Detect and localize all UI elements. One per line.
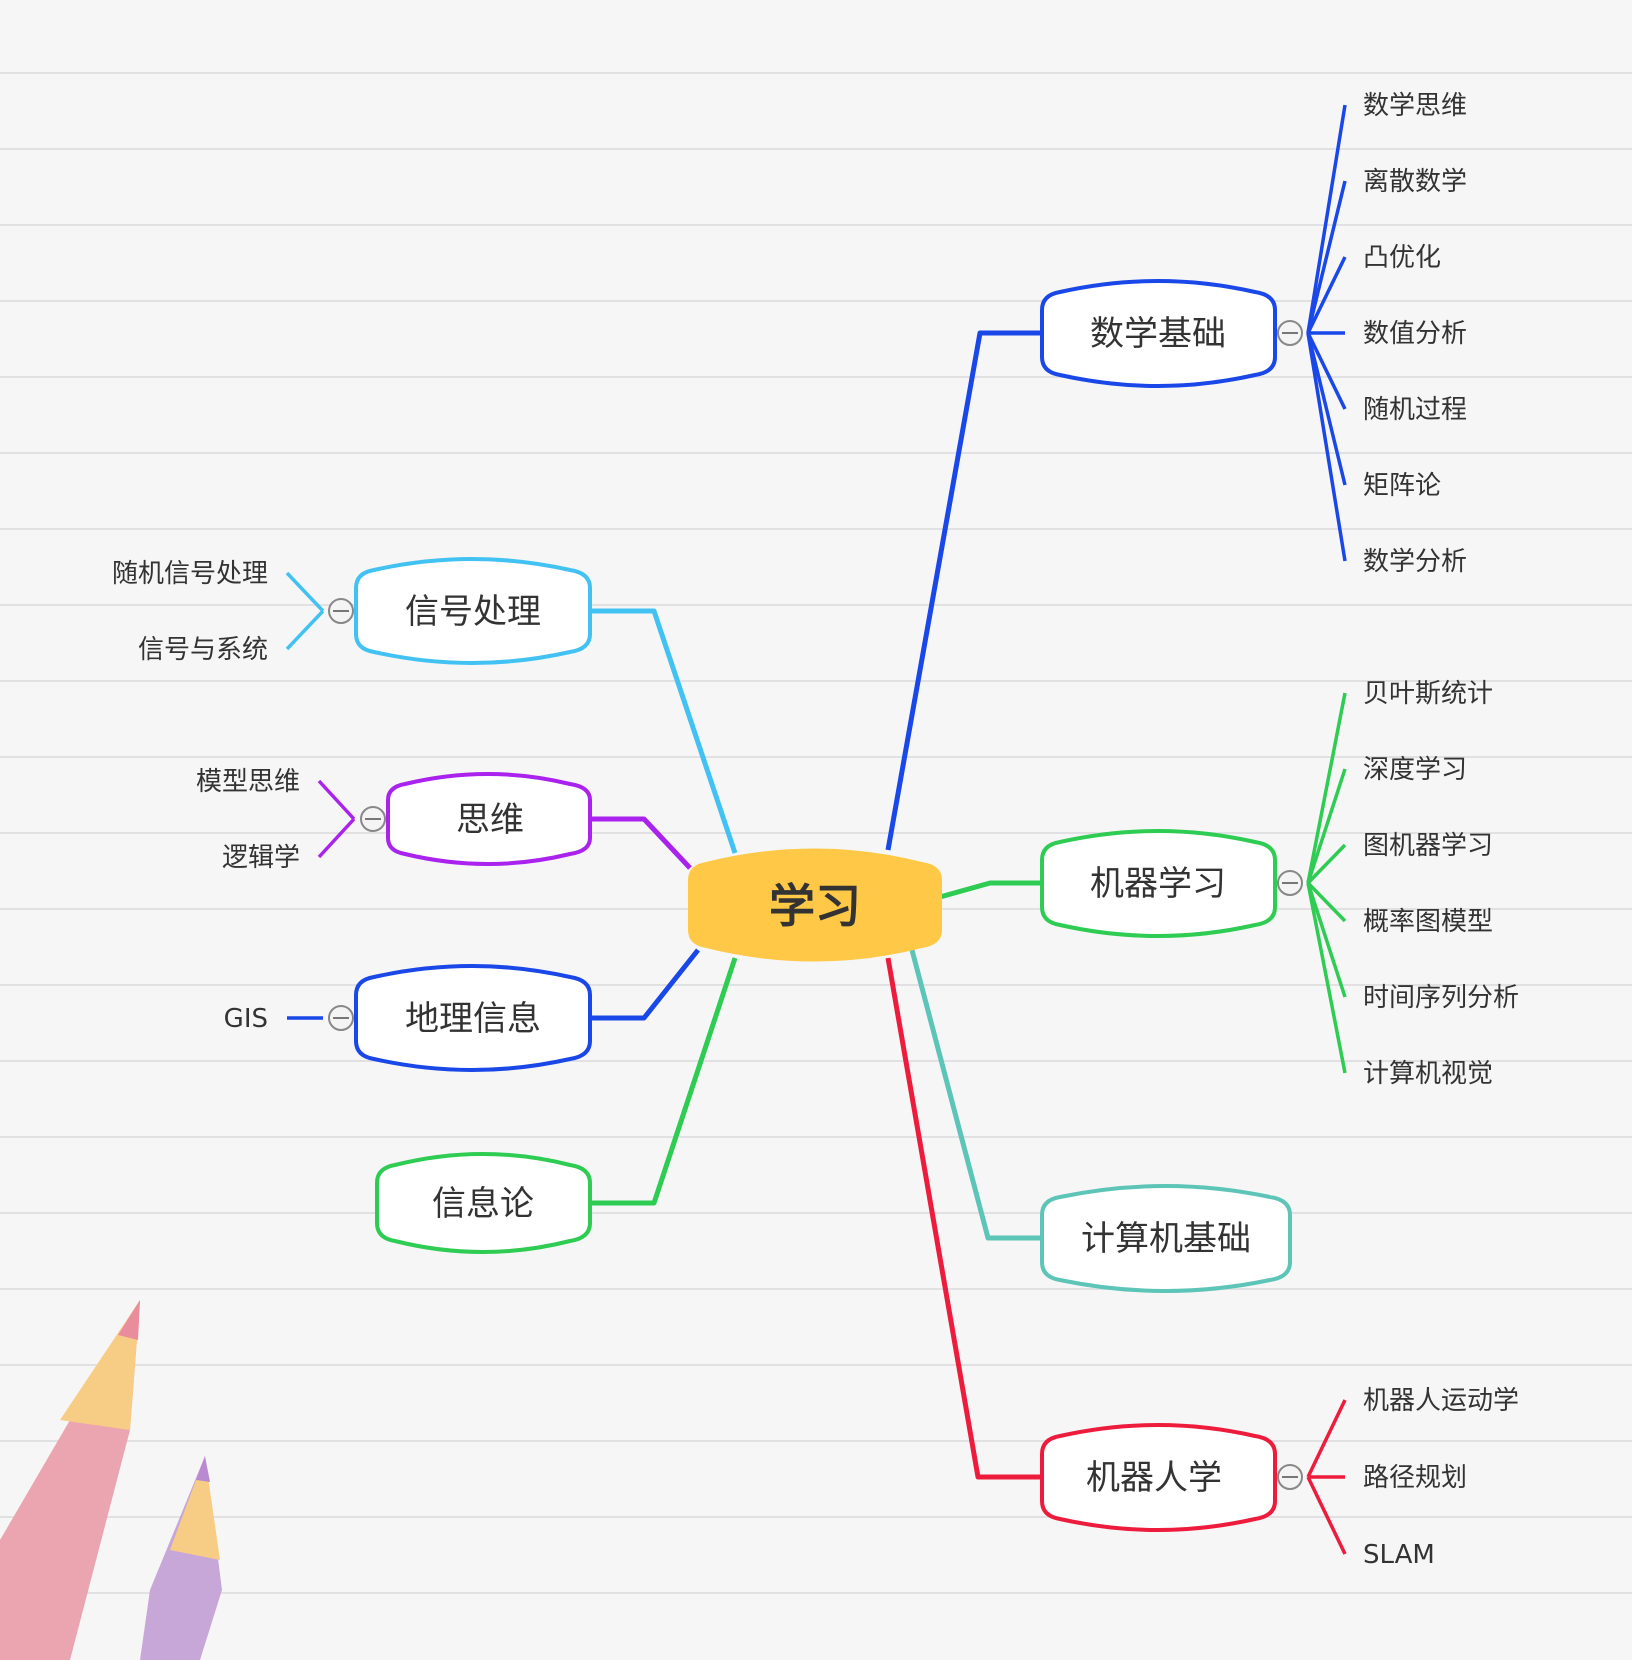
pencil-decoration xyxy=(0,1300,222,1660)
collapse-toggle-math[interactable] xyxy=(1277,320,1303,346)
connector-geo xyxy=(590,948,700,1021)
node-info-label: 信息论 xyxy=(432,1184,534,1224)
leaf-item[interactable]: 深度学习 xyxy=(1363,755,1467,785)
node-geo-label: 地理信息 xyxy=(405,999,541,1039)
connector-signal xyxy=(590,608,738,854)
node-info[interactable]: 信息论 xyxy=(375,1152,592,1254)
node-cs-label: 计算机基础 xyxy=(1081,1219,1251,1259)
leaf-item[interactable]: 数学思维 xyxy=(1363,91,1467,121)
leaf-item[interactable]: 路径规划 xyxy=(1363,1463,1467,1493)
signal-leaves: 随机信号处理 信号与系统 xyxy=(112,559,268,665)
node-signal[interactable]: 信号处理 xyxy=(354,557,592,665)
connector-math xyxy=(885,330,1040,851)
leaf-connectors xyxy=(285,104,1347,1555)
collapse-toggle-geo[interactable] xyxy=(328,1005,354,1031)
ml-leaf-lines xyxy=(1306,692,1347,1074)
collapse-toggle-robot[interactable] xyxy=(1277,1464,1303,1490)
leaf-item[interactable]: 图机器学习 xyxy=(1363,831,1493,861)
signal-leaf-lines xyxy=(285,571,325,651)
node-geo[interactable]: 地理信息 xyxy=(354,964,592,1072)
leaf-item[interactable]: GIS xyxy=(224,1004,268,1034)
leaf-item[interactable]: 模型思维 xyxy=(196,767,300,797)
leaf-item[interactable]: 数值分析 xyxy=(1363,319,1467,349)
ml-leaves: 贝叶斯统计 深度学习 图机器学习 概率图模型 时间序列分析 计算机视觉 xyxy=(1363,679,1519,1089)
leaf-item[interactable]: 贝叶斯统计 xyxy=(1363,679,1493,709)
node-thinking[interactable]: 思维 xyxy=(386,772,592,866)
geo-leaves: GIS xyxy=(224,1004,268,1034)
node-math-label: 数学基础 xyxy=(1090,314,1226,354)
connector-cs xyxy=(909,949,1040,1241)
leaf-item[interactable]: 随机过程 xyxy=(1363,395,1467,425)
math-leaves: 数学思维 离散数学 凸优化 数值分析 随机过程 矩阵论 数学分析 xyxy=(1363,91,1467,577)
node-math[interactable]: 数学基础 xyxy=(1040,279,1277,388)
leaf-item[interactable]: 计算机视觉 xyxy=(1363,1059,1493,1089)
leaf-item[interactable]: 逻辑学 xyxy=(222,843,300,873)
leaf-item[interactable]: 离散数学 xyxy=(1363,167,1467,197)
collapse-toggle-signal[interactable] xyxy=(328,598,354,624)
robot-leaf-lines xyxy=(1306,1399,1347,1555)
node-ml-label: 机器学习 xyxy=(1090,864,1226,904)
leaf-item[interactable]: 时间序列分析 xyxy=(1363,983,1519,1013)
node-cs[interactable]: 计算机基础 xyxy=(1040,1184,1292,1293)
leaf-item[interactable]: 随机信号处理 xyxy=(112,559,268,589)
leaf-item[interactable]: 机器人运动学 xyxy=(1363,1386,1519,1416)
center-node[interactable]: 学习 xyxy=(688,848,942,962)
connector-ml xyxy=(939,880,1040,900)
node-robot-label: 机器人学 xyxy=(1086,1458,1222,1498)
leaf-item[interactable]: 概率图模型 xyxy=(1363,907,1493,937)
thinking-leaves: 模型思维 逻辑学 xyxy=(196,767,300,873)
robot-leaves: 机器人运动学 路径规划 SLAM xyxy=(1363,1386,1519,1570)
node-ml[interactable]: 机器学习 xyxy=(1040,829,1277,938)
node-thinking-label: 思维 xyxy=(456,800,524,840)
leaf-item[interactable]: 数学分析 xyxy=(1363,547,1467,577)
connector-info xyxy=(590,957,738,1206)
connector-robot xyxy=(885,957,1040,1480)
leaf-item[interactable]: 矩阵论 xyxy=(1363,471,1441,501)
leaf-item[interactable]: SLAM xyxy=(1363,1540,1435,1570)
thinking-leaf-lines xyxy=(317,779,356,859)
node-signal-label: 信号处理 xyxy=(405,592,541,632)
math-leaf-lines xyxy=(1306,104,1347,562)
node-robot[interactable]: 机器人学 xyxy=(1040,1423,1277,1532)
connector-thinking xyxy=(590,816,692,870)
leaf-item[interactable]: 信号与系统 xyxy=(138,635,268,665)
leaf-item[interactable]: 凸优化 xyxy=(1363,243,1441,273)
collapse-toggle-ml[interactable] xyxy=(1277,870,1303,896)
connectors xyxy=(590,330,1040,1480)
collapse-toggle-thinking[interactable] xyxy=(360,806,386,832)
center-label: 学习 xyxy=(769,879,861,933)
